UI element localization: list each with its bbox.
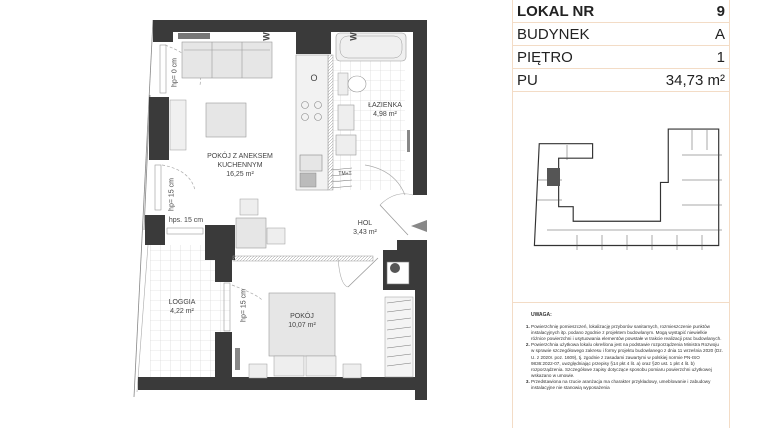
room-label-hall: HOL 3,43 m² [350, 219, 380, 237]
info-label: PIĘTRO [517, 48, 573, 66]
note-item: Powierzchnia użytkowa lokalu określona j… [531, 342, 723, 379]
info-label: LOKAL NR [517, 2, 595, 20]
notes-title: UWAGA: [531, 312, 552, 318]
floor-plan: POKÓJ Z ANEKSEM KUCHENNYM 16,25 m² ŁAZIE… [133, 19, 427, 400]
info-label: BUDYNEK [517, 25, 590, 43]
info-value: A [714, 25, 725, 43]
notes-list: Powierzchnię pomieszczeń, lokalizację pr… [513, 324, 729, 391]
note-item: Powierzchnię pomieszczeń, lokalizację pr… [531, 324, 723, 342]
annotation-w-1: W [261, 32, 272, 41]
building-key-plan [533, 128, 722, 250]
annotation-hps-15: hps. 15 cm [168, 217, 204, 224]
living-area: 16,25 m² [226, 171, 254, 178]
annotation-hp-15-c: hp= 15 cm [240, 289, 248, 322]
room-label-loggia: LOGGIA 4,22 m² [160, 298, 204, 316]
info-label: PU [517, 71, 538, 89]
note-item: Przedstawiona na rzucie aranżacja ma cha… [531, 379, 723, 391]
floor-plan-drawing [133, 19, 427, 400]
info-panel: LOKAL NR 9 BUDYNEK A PIĘTRO 1 PU 34,73 m… [512, 0, 730, 428]
loggia-name: LOGGIA [168, 299, 196, 306]
info-row-unit-number: LOKAL NR 9 [513, 0, 729, 23]
living-name-1: POKÓJ Z ANEKSEM [207, 153, 273, 160]
annotation-w-2: W [348, 32, 359, 41]
annotation-hp-15-a: hp= 15 cm [168, 178, 176, 211]
info-value: 34,73 m² [665, 71, 725, 89]
loggia-area: 4,22 m² [170, 308, 194, 315]
info-value: 9 [716, 2, 725, 20]
living-name-2: KUCHENNYM [217, 162, 263, 169]
room-label-room: POKÓJ 10,07 m² [280, 312, 324, 330]
annotation-hp-0: hp= 0 cm [171, 58, 179, 87]
bathroom-name: ŁAZIENKA [368, 102, 402, 109]
room-name: POKÓJ [290, 313, 314, 320]
bathroom-area: 4,98 m² [373, 111, 397, 118]
info-row-area: PU 34,73 m² [513, 69, 729, 92]
highlighted-unit [547, 168, 560, 186]
info-value: 1 [716, 48, 725, 66]
info-row-building: BUDYNEK A [513, 23, 729, 46]
info-row-floor: PIĘTRO 1 [513, 46, 729, 69]
notes-section: UWAGA: Powierzchnię pomieszczeń, lokaliz… [513, 302, 729, 391]
annotation-o: O [310, 73, 318, 83]
annotation-tmt: TM+T [338, 171, 352, 177]
room-label-bathroom: ŁAZIENKA 4,98 m² [360, 101, 410, 119]
room-label-living: POKÓJ Z ANEKSEM KUCHENNYM 16,25 m² [195, 152, 285, 179]
hall-name: HOL [357, 220, 373, 227]
room-area: 10,07 m² [288, 322, 316, 329]
hall-area: 3,43 m² [353, 229, 377, 236]
